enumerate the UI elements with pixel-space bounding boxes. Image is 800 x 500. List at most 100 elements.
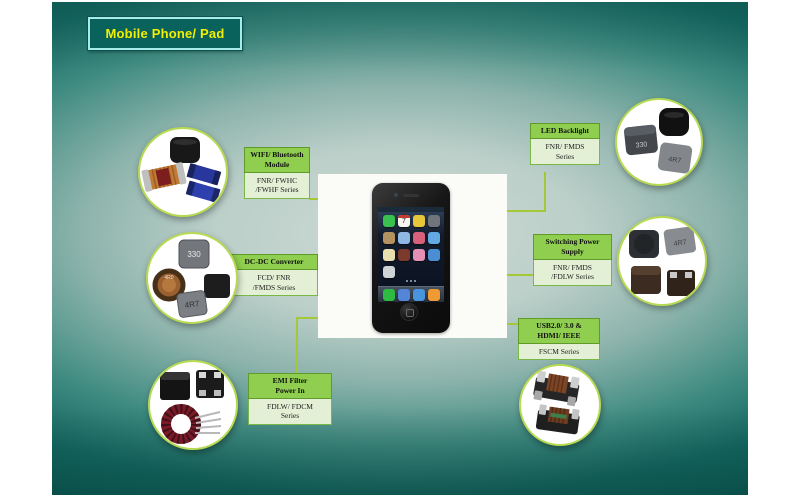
photo-led-inductors: 330 4R7	[615, 98, 703, 186]
callout-sps-title: Switching Power Supply	[533, 234, 612, 260]
home-button-square	[406, 309, 414, 317]
callout-sps-series-line1: FNR/ FMDS	[553, 262, 592, 272]
smartphone-image: 7	[372, 183, 450, 333]
molded-inductor-4r7: 4R7	[663, 226, 697, 256]
stocks-icon	[398, 232, 410, 244]
messages-icon	[383, 215, 395, 227]
usb-filters-image	[533, 370, 580, 435]
switching-inductors-image: 4R7	[629, 226, 697, 296]
brown-inductor-right	[667, 270, 695, 296]
photo-emi-inductors	[148, 360, 238, 450]
drum-core-inductor: 4R0	[152, 268, 186, 302]
black-round-inductor	[659, 108, 689, 136]
shielded-inductor-330: 330	[624, 124, 658, 156]
itunes-icon	[413, 249, 425, 261]
callout-usb-hdmi: USB2.0/ 3.0 & HDMI/ IEEE FSCM Series	[518, 318, 600, 361]
phone-backdrop: 7	[318, 174, 507, 338]
molded-inductor-4r7: 4R7	[176, 290, 208, 318]
callout-sps-series-line2: /FDLW Series	[551, 272, 594, 282]
weather-icon	[428, 232, 440, 244]
safari-icon	[413, 289, 425, 301]
callout-led-title-line1: LED Backlight	[540, 126, 590, 135]
photo-usb-filters	[519, 364, 601, 446]
callout-usb-series: FSCM Series	[518, 343, 600, 361]
callout-emi-series-line1: FDLW/ FDCM	[267, 401, 313, 411]
svg-text:330: 330	[187, 250, 201, 259]
photo-dcdc-inductors: 330 4R0 4R7	[146, 232, 238, 324]
phone-screen: 7	[378, 207, 444, 302]
compass-icon	[383, 266, 395, 278]
wifi-inductors-image	[141, 137, 222, 203]
blue-chip-inductors	[185, 163, 222, 203]
callout-emi-title-line1: EMI Filter	[272, 376, 308, 385]
callout-led-title: LED Backlight	[530, 123, 600, 139]
square-inductor-right	[196, 370, 224, 398]
connector-sps-top	[492, 274, 534, 276]
calendar-day-number: 7	[402, 218, 406, 225]
slide-background: Mobile Phone/ Pad 7	[52, 2, 748, 495]
copper-coil-inductor	[141, 162, 187, 192]
shielded-inductor-330: 330	[178, 239, 210, 269]
photos-icon	[413, 215, 425, 227]
camera-icon	[428, 215, 440, 227]
dcdc-inductors-image: 330 4R0 4R7	[152, 239, 230, 318]
callout-emi-title-line2: Power In	[275, 385, 305, 395]
led-inductors-image: 330 4R7	[624, 108, 693, 174]
toroid-inductor	[161, 404, 222, 444]
brown-inductor-left	[631, 266, 661, 294]
youtube-icon	[383, 232, 395, 244]
callout-dcdc-series-line1: FCD/ FNR	[257, 272, 291, 282]
callout-switching-power: Switching Power Supply FNR/ FMDS /FDLW S…	[533, 234, 612, 286]
callout-wifi-title-line2: Module	[264, 159, 290, 169]
svg-text:4R7: 4R7	[184, 299, 200, 310]
callout-dcdc-series-line2: /FMDS Series	[252, 282, 296, 292]
callout-wifi-title-line1: WIFI/ Bluetooth	[250, 150, 304, 159]
callout-usb-title: USB2.0/ 3.0 & HDMI/ IEEE	[518, 318, 600, 344]
callout-wifi-series-line2: /FWHF Series	[255, 185, 299, 195]
round-top-inductor	[629, 230, 659, 258]
svg-text:4R7: 4R7	[673, 239, 687, 248]
photo-switching-inductors: 4R7	[617, 216, 707, 306]
connector-emi-vertical	[296, 317, 298, 374]
common-mode-filter-bottom	[535, 404, 580, 435]
front-camera-dot	[394, 193, 398, 197]
voice-memos-icon	[398, 249, 410, 261]
callout-dcdc-converter: DC-DC Converter FCD/ FNR /FMDS Series	[230, 254, 318, 297]
callout-sps-title-line2: Supply	[561, 246, 584, 256]
callout-led-series: FNR/ FMDS Series	[530, 138, 600, 166]
square-inductor-left	[160, 372, 190, 400]
callout-wifi-title: WIFI/ Bluetooth Module	[244, 147, 310, 173]
svg-text:4R0: 4R0	[164, 275, 173, 281]
callout-emi-filter: EMI Filter Power In FDLW/ FDCM Series	[248, 373, 332, 425]
phone-icon	[383, 289, 395, 301]
callout-emi-series-line2: Series	[280, 411, 300, 421]
dock-bar	[378, 286, 444, 302]
mail-icon	[398, 289, 410, 301]
callout-usb-title-line2: HDMI/ IEEE	[537, 330, 581, 340]
emi-inductors-image	[160, 370, 224, 444]
earpiece-slot	[403, 194, 419, 197]
page-dots	[378, 280, 444, 298]
callout-sps-title-line1: Switching Power	[545, 237, 600, 246]
callout-emi-title: EMI Filter Power In	[248, 373, 332, 399]
callout-led-backlight: LED Backlight FNR/ FMDS Series	[530, 123, 600, 166]
callout-wifi-series: FNR/ FWHC /FWHF Series	[244, 172, 310, 199]
music-icon	[428, 289, 440, 301]
app-store-icon	[428, 249, 440, 261]
callout-wifi-bluetooth: WIFI/ Bluetooth Module FNR/ FWHC /FWHF S…	[244, 147, 310, 199]
calendar-icon: 7	[398, 215, 410, 227]
callout-wifi-series-line1: FNR/ FWHC	[256, 175, 298, 185]
common-mode-filter-top	[533, 370, 580, 407]
connector-led-vertical	[544, 172, 546, 212]
callout-dcdc-title: DC-DC Converter	[230, 254, 318, 270]
molded-inductor-4r7: 4R7	[657, 142, 693, 174]
callout-usb-series-line1: FSCM Series	[538, 346, 580, 356]
callout-emi-series: FDLW/ FDCM Series	[248, 398, 332, 425]
callout-led-series-line1: FNR/ FMDS	[545, 141, 585, 151]
callout-dcdc-series: FCD/ FNR /FMDS Series	[230, 269, 318, 297]
page-title: Mobile Phone/ Pad	[88, 17, 242, 50]
svg-text:330: 330	[635, 141, 647, 149]
callout-led-series-line2: Series	[555, 151, 575, 161]
game-icon	[413, 232, 425, 244]
